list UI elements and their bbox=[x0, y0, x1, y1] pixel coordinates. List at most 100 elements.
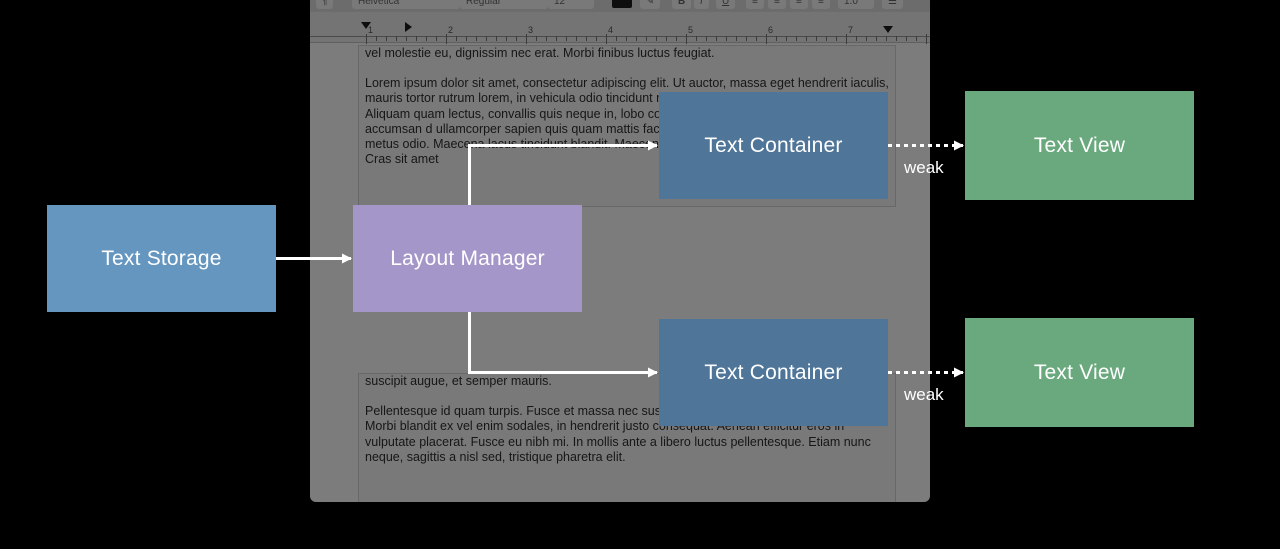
ruler-tick bbox=[456, 36, 457, 41]
ruler-tick bbox=[386, 36, 387, 41]
ruler-tick bbox=[896, 36, 897, 41]
ruler-tick bbox=[466, 36, 467, 41]
italic-button[interactable]: I bbox=[694, 0, 709, 9]
text-color-swatch[interactable] bbox=[612, 0, 632, 8]
ruler-tick bbox=[576, 36, 577, 41]
page-paragraph: suscipit augue, et semper mauris. bbox=[365, 374, 552, 388]
ruler-tick bbox=[536, 36, 537, 41]
ruler-tick bbox=[736, 36, 737, 41]
ruler-tick bbox=[856, 36, 857, 41]
ruler-tick bbox=[916, 36, 917, 41]
text-view-label: Text View bbox=[1033, 133, 1126, 157]
layout-manager-box: Layout Manager bbox=[353, 205, 582, 312]
ruler-tick bbox=[726, 36, 727, 41]
text-storage-label: Text Storage bbox=[101, 246, 222, 270]
weak-reference-label-2: weak bbox=[904, 385, 944, 404]
ruler-tick bbox=[816, 36, 817, 41]
ruler-tick bbox=[516, 36, 517, 41]
align-left-icon[interactable]: ≡ bbox=[746, 0, 764, 9]
ruler-tick bbox=[546, 36, 547, 41]
ruler-tick bbox=[836, 36, 837, 41]
ruler-tick bbox=[676, 36, 677, 41]
ruler-number: 7 bbox=[848, 25, 854, 35]
font-style-popup[interactable]: Regular bbox=[460, 0, 548, 9]
ruler-tick bbox=[416, 36, 417, 41]
ruler-tick bbox=[766, 34, 767, 44]
ruler-number: 6 bbox=[768, 25, 774, 35]
ruler-tick bbox=[866, 36, 867, 41]
layout-manager-label: Layout Manager bbox=[390, 246, 545, 270]
ruler-tick bbox=[596, 36, 597, 41]
ruler-tick bbox=[666, 36, 667, 41]
ruler-number: 1 bbox=[368, 25, 374, 35]
ruler-number: 3 bbox=[528, 25, 534, 35]
page-paragraph: vel molestie eu, dignissim nec erat. Mor… bbox=[365, 46, 715, 60]
align-center-icon[interactable]: ≡ bbox=[768, 0, 786, 9]
ruler-tick bbox=[876, 36, 877, 41]
ruler-tick bbox=[436, 36, 437, 41]
ruler-tick bbox=[886, 36, 887, 41]
ruler-tick bbox=[776, 36, 777, 41]
ruler-tick bbox=[376, 36, 377, 41]
text-container-label: Text Container bbox=[704, 360, 843, 384]
text-view-box-2: Text View bbox=[965, 318, 1194, 427]
align-right-icon[interactable]: ≡ bbox=[790, 0, 808, 9]
text-view-label: Text View bbox=[1033, 360, 1126, 384]
ruler-tick bbox=[506, 36, 507, 41]
ruler-tick bbox=[846, 34, 847, 44]
first-line-indent-marker[interactable] bbox=[361, 22, 371, 29]
ruler-tick bbox=[426, 36, 427, 41]
ruler-tick bbox=[526, 34, 527, 44]
ruler-tick bbox=[476, 36, 477, 41]
ruler-tick bbox=[496, 36, 497, 41]
font-size-popup[interactable]: 12 bbox=[548, 0, 594, 9]
text-view-box-1: Text View bbox=[965, 91, 1194, 200]
ruler-tick bbox=[406, 36, 407, 41]
ruler-tick bbox=[786, 36, 787, 41]
bold-button[interactable]: B bbox=[672, 0, 692, 9]
text-container-box-2: Text Container bbox=[659, 319, 888, 426]
ruler-tick bbox=[806, 36, 807, 41]
ruler-tick bbox=[696, 36, 697, 41]
list-bullets-icon[interactable]: ☰ bbox=[882, 0, 903, 9]
right-indent-marker[interactable] bbox=[883, 26, 893, 33]
ruler-tick bbox=[716, 36, 717, 41]
tab-stop-marker[interactable] bbox=[405, 22, 412, 32]
ruler-tick bbox=[396, 36, 397, 41]
highlight-icon[interactable]: ✎ bbox=[640, 0, 661, 9]
ruler-tick bbox=[686, 34, 687, 44]
ruler-tick bbox=[566, 36, 567, 41]
ruler-tick bbox=[706, 36, 707, 41]
background-textedit-window: ¶ Helvetica Regular 12 ✎ B I U ≡ ≡ ≡ ≡ 1… bbox=[310, 0, 930, 502]
ruler-tick bbox=[646, 36, 647, 41]
ruler-tick bbox=[796, 36, 797, 41]
ruler-tick bbox=[366, 34, 367, 44]
ruler-tick bbox=[656, 36, 657, 41]
justify-icon[interactable]: ≡ bbox=[812, 0, 830, 9]
ruler-tick bbox=[616, 36, 617, 41]
ruler-number: 5 bbox=[688, 25, 694, 35]
underline-button[interactable]: U bbox=[716, 0, 736, 9]
ruler-tick bbox=[756, 36, 757, 41]
ruler-number: 2 bbox=[448, 25, 454, 35]
ruler-tick bbox=[446, 34, 447, 44]
ruler-tick bbox=[606, 34, 607, 44]
ruler-tick bbox=[906, 36, 907, 41]
format-toolbar: ¶ Helvetica Regular 12 ✎ B I U ≡ ≡ ≡ ≡ 1… bbox=[310, 0, 930, 13]
text-storage-box: Text Storage bbox=[47, 205, 276, 312]
text-container-box-1: Text Container bbox=[659, 92, 888, 199]
line-spacing-popup[interactable]: 1.0 bbox=[838, 0, 874, 9]
ruler-tick bbox=[746, 36, 747, 41]
ruler-tick bbox=[926, 34, 927, 44]
ruler-tick bbox=[586, 36, 587, 41]
font-family-popup[interactable]: Helvetica bbox=[352, 0, 460, 9]
ruler-tick bbox=[826, 36, 827, 41]
ruler-tick bbox=[626, 36, 627, 41]
ruler-tick bbox=[556, 36, 557, 41]
ruler-tick bbox=[486, 36, 487, 41]
paragraph-style-popup[interactable]: ¶ bbox=[316, 0, 334, 9]
text-container-label: Text Container bbox=[704, 133, 843, 157]
layout-to-container-2-arrow bbox=[468, 312, 658, 378]
